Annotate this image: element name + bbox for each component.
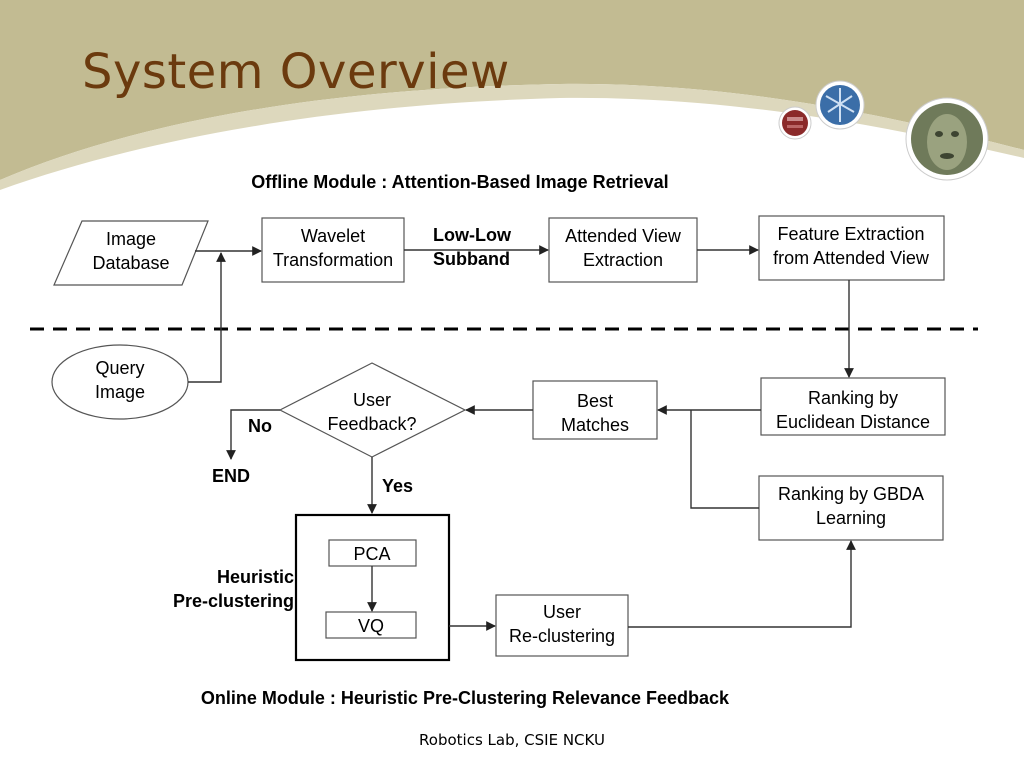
svg-text:Feedback?: Feedback? [327, 414, 416, 434]
low-low-subband-label: Low-Low [433, 225, 512, 245]
svg-text:Query: Query [95, 358, 144, 378]
edge-reclustering-to-gbda [628, 540, 856, 628]
svg-text:Ranking by GBDA: Ranking by GBDA [778, 484, 924, 504]
svg-text:Wavelet: Wavelet [301, 226, 365, 246]
header-banner-highlight [0, 83, 1024, 190]
svg-text:Image: Image [106, 229, 156, 249]
svg-text:PCA: PCA [353, 544, 390, 564]
ranking-gbda-node: Ranking by GBDA Learning [758, 475, 944, 541]
yes-label: Yes [382, 476, 413, 496]
decorative-image-chart [815, 80, 865, 130]
svg-text:User: User [353, 390, 391, 410]
user-feedback-decision: User Feedback? [278, 362, 467, 458]
svg-text:Image: Image [95, 382, 145, 402]
svg-text:Matches: Matches [561, 415, 629, 435]
svg-text:from Attended View: from Attended View [773, 248, 930, 268]
heuristic-label: Heuristic [217, 567, 294, 587]
svg-text:VQ: VQ [358, 616, 384, 636]
decorative-image-face [905, 97, 989, 181]
best-matches-node: Best Matches [532, 380, 658, 440]
slide-footer: Robotics Lab, CSIE NCKU [419, 731, 605, 749]
svg-text:Database: Database [92, 253, 169, 273]
query-image-node: Query Image [51, 344, 189, 420]
svg-text:Attended View: Attended View [565, 226, 682, 246]
decorative-image-gears [778, 106, 812, 140]
slide-title: System Overview [82, 44, 510, 100]
low-low-subband-label-line2: Subband [433, 249, 510, 269]
no-label: No [248, 416, 272, 436]
edge-query-to-wavelet-join [188, 252, 226, 383]
end-label: END [212, 466, 250, 486]
ranking-euclidean-node: Ranking by Euclidean Distance [760, 377, 946, 436]
svg-text:Re-clustering: Re-clustering [509, 626, 615, 646]
feature-extraction-node: Feature Extraction from Attended View [758, 215, 945, 281]
svg-text:Feature Extraction: Feature Extraction [777, 224, 924, 244]
user-reclustering-node: User Re-clustering [495, 594, 629, 657]
wavelet-transformation-node: Wavelet Transformation [261, 217, 405, 283]
attended-view-extraction-node: Attended View Extraction [548, 217, 698, 283]
online-module-heading: Online Module : Heuristic Pre-Clustering… [201, 688, 730, 708]
svg-text:Extraction: Extraction [583, 250, 663, 270]
vq-node: VQ [325, 611, 417, 639]
edge-feedback-no-to-end [226, 409, 280, 460]
svg-text:Euclidean Distance: Euclidean Distance [776, 412, 930, 432]
svg-text:Transformation: Transformation [273, 250, 393, 270]
svg-text:Learning: Learning [816, 508, 886, 528]
edge-gbda-to-best [690, 410, 759, 509]
image-database-node: Image Database [53, 220, 209, 286]
svg-text:User: User [543, 602, 581, 622]
header-banner [0, 0, 1024, 180]
preclustering-label: Pre-clustering [173, 591, 294, 611]
offline-module-heading: Offline Module : Attention-Based Image R… [251, 172, 668, 192]
svg-text:Ranking by: Ranking by [808, 388, 898, 408]
svg-text:Best: Best [577, 391, 613, 411]
pca-node: PCA [328, 539, 417, 567]
